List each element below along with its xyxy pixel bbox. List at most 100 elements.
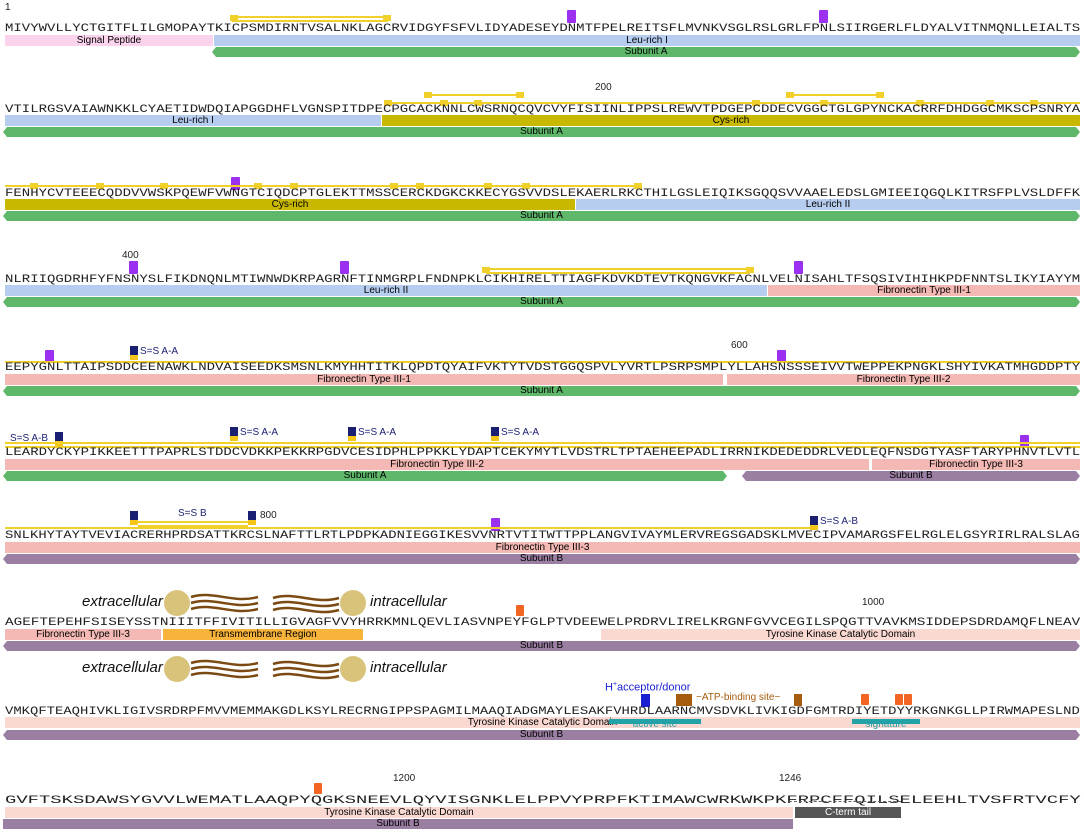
signature-bracket <box>852 719 920 724</box>
sequence-line: FENHYCVTEEECQDDVVWSKPQEWFVWNGTCIQDCPTGLE… <box>5 188 1081 200</box>
domain-tyrosine-kinase: Tyrosine Kinase Catalytic Domain <box>5 807 793 818</box>
cysteine-marker <box>516 92 524 98</box>
disulfide-bond <box>138 521 248 523</box>
disulfide-bond <box>232 20 388 22</box>
h-acceptor-label: H+acceptor/donor <box>605 681 691 694</box>
glycosylation-site <box>794 261 803 274</box>
disulfide-label: S=S A-A <box>240 427 279 438</box>
disulfide-site <box>348 427 356 436</box>
extracellular-label: extracellular <box>82 593 163 610</box>
disulfide-bond <box>386 102 1080 104</box>
sequence-line: VTILRGSVAIAWNKKLCYAETIDWDQIAPGGDHFLVGNSP… <box>5 104 1081 116</box>
position-label: 800 <box>260 510 277 521</box>
disulfide-site <box>130 346 138 355</box>
disulfide-site <box>130 511 138 520</box>
phosphorylation-site <box>314 783 322 794</box>
domain-cys-rich: Cys-rich <box>382 115 1080 126</box>
disulfide-site <box>248 511 256 520</box>
cysteine-marker <box>876 92 884 98</box>
cysteine-marker <box>752 100 760 106</box>
domain-leu-rich-2: Leu-rich II <box>576 199 1080 210</box>
position-label: 1246 <box>779 773 802 784</box>
cysteine-marker <box>230 436 238 441</box>
cysteine-marker <box>424 92 432 98</box>
cysteine-marker <box>986 100 994 106</box>
acceptor-site-marker <box>641 694 650 707</box>
disulfide-bond <box>232 16 388 18</box>
sequence-line: SNLKHYTAYTVEVIACRERHPRDSATTKRCSLNAFTTLRT… <box>5 530 1080 542</box>
cysteine-marker <box>916 100 924 106</box>
position-label: 200 <box>595 82 612 93</box>
glycosylation-site <box>45 350 54 363</box>
intracellular-label: intracellular <box>370 659 447 676</box>
signature-label: signature <box>865 719 907 730</box>
active-site-bracket <box>609 719 701 724</box>
disulfide-label: S=S A-A <box>501 427 540 438</box>
subunit-a: Subunit A <box>3 386 1080 396</box>
cysteine-marker <box>634 183 642 189</box>
cysteine-marker <box>348 436 356 441</box>
cysteine-marker <box>474 100 482 106</box>
disulfide-bond <box>5 361 1080 363</box>
cysteine-marker <box>390 183 398 189</box>
disulfide-site <box>491 427 499 436</box>
domain-c-term-tail: C-term tail <box>795 807 901 818</box>
subunit-a: Subunit A <box>3 471 727 481</box>
disulfide-bond <box>138 525 248 527</box>
subunit-b: Subunit B <box>3 554 1080 564</box>
disulfide-bond <box>486 272 750 274</box>
domain-fibronectin-2: Fibronectin Type III-2 <box>5 459 869 470</box>
glycosylation-site <box>567 10 576 23</box>
disulfide-bond <box>428 94 522 96</box>
cysteine-marker <box>130 520 138 525</box>
subunit-b: Subunit B <box>3 819 793 829</box>
disulfide-label: S=S B <box>178 508 207 519</box>
domain-fibronectin-1: Fibronectin Type III-1 <box>768 285 1080 296</box>
disulfide-bond <box>5 442 1080 444</box>
domain-tyrosine-kinase: Tyrosine Kinase Catalytic Domain <box>5 717 1080 728</box>
subunit-a: Subunit A <box>3 211 1080 221</box>
disulfide-label: S=S A-A <box>140 346 179 357</box>
cysteine-marker <box>160 183 168 189</box>
position-label: 1000 <box>862 597 885 608</box>
subunit-b: Subunit B <box>742 471 1080 481</box>
cysteine-marker <box>786 92 794 98</box>
cysteine-marker <box>230 15 238 21</box>
domain-fibronectin-3: Fibronectin Type III-3 <box>5 629 161 640</box>
cysteine-marker <box>248 520 256 525</box>
subunit-b: Subunit B <box>3 730 1080 740</box>
disulfide-label: S=S A-A <box>358 427 397 438</box>
glycosylation-site <box>231 177 240 190</box>
glycosylation-site <box>1020 435 1029 448</box>
domain-signal-peptide: Signal Peptide <box>5 35 213 46</box>
phosphorylation-site <box>895 694 903 705</box>
domain-cys-rich: Cys-rich <box>5 199 575 210</box>
domain-transmembrane: Transmembrane Region <box>163 629 363 640</box>
intracellular-label: intracellular <box>370 593 447 610</box>
cysteine-marker <box>30 183 38 189</box>
phosphorylation-site <box>861 694 869 705</box>
sequence-line: AGEFTEPEHFSISEYSSTNIIITFFIVITILLIGVAGFVV… <box>5 617 1081 629</box>
domain-fibronectin-1: Fibronectin Type III-1 <box>5 374 723 385</box>
domain-leu-rich-1: Leu-rich I <box>5 115 381 126</box>
disulfide-bond <box>5 446 1080 448</box>
subunit-a: Subunit A <box>212 47 1080 57</box>
active-site-label: active site <box>632 719 678 730</box>
glycosylation-site <box>819 10 828 23</box>
atp-site-marker <box>676 694 692 706</box>
disulfide-label: S=S A-B <box>820 516 859 527</box>
position-label: 600 <box>731 340 748 351</box>
cysteine-marker <box>416 183 424 189</box>
position-label: 1 <box>5 2 11 13</box>
atp-site-label: −ATP-binding site− <box>696 692 781 703</box>
domain-leu-rich-2: Leu-rich II <box>5 285 767 296</box>
c-term-dash <box>789 801 901 802</box>
subunit-a: Subunit A <box>3 127 1080 137</box>
phosphorylation-site <box>904 694 912 705</box>
subunit-a: Subunit A <box>3 297 1080 307</box>
cysteine-marker <box>96 183 104 189</box>
sequence-line: VMKQFTEAQHIVKLIGIVSRDRPFMVVMEMMAKGDLKSYL… <box>5 706 1080 718</box>
domain-fibronectin-3: Fibronectin Type III-3 <box>872 459 1080 470</box>
disulfide-bond <box>5 527 810 529</box>
